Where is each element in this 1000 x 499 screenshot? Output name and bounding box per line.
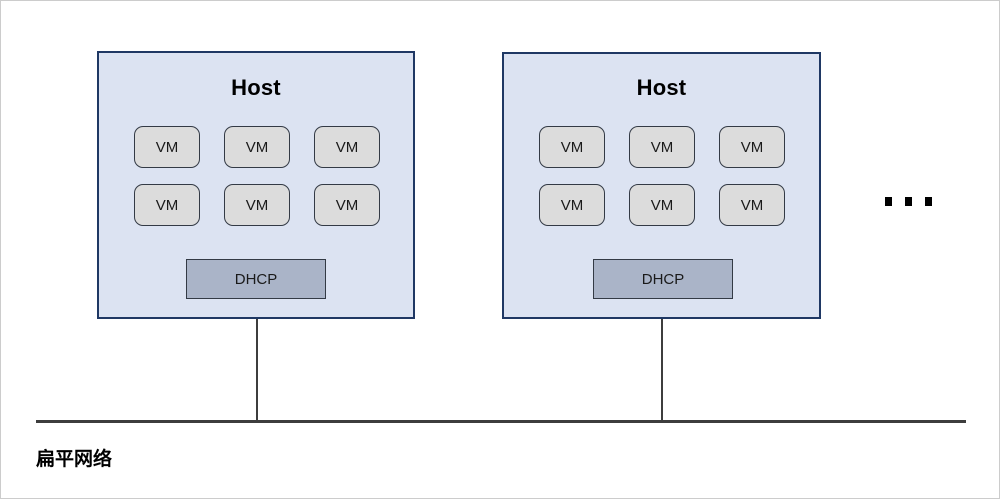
vm-label: VM xyxy=(740,138,764,156)
vm-box[interactable]: VM xyxy=(224,184,290,226)
vm-box[interactable]: VM xyxy=(224,126,290,168)
vm-box[interactable]: VM xyxy=(314,126,380,168)
ellipsis-dot xyxy=(885,197,892,206)
vm-box[interactable]: VM xyxy=(539,184,605,226)
vm-label: VM xyxy=(650,138,674,156)
host-box-2[interactable]: Host VM VM VM VM VM VM DHCP xyxy=(502,52,821,319)
vm-label: VM xyxy=(155,196,179,214)
vm-box[interactable]: VM xyxy=(719,184,785,226)
ellipsis-dot xyxy=(905,197,912,206)
vm-label: VM xyxy=(560,138,584,156)
vm-label: VM xyxy=(560,196,584,214)
ellipsis-dot xyxy=(925,197,932,206)
vm-box[interactable]: VM xyxy=(539,126,605,168)
host-box-1[interactable]: Host VM VM VM VM VM VM DHCP xyxy=(97,51,415,319)
vm-label: VM xyxy=(245,196,269,214)
uplink-connector-host-2 xyxy=(661,319,663,421)
vm-box[interactable]: VM xyxy=(629,184,695,226)
vm-label: VM xyxy=(650,196,674,214)
vm-box[interactable]: VM xyxy=(314,184,380,226)
vm-box[interactable]: VM xyxy=(719,126,785,168)
dhcp-label: DHCP xyxy=(234,270,278,288)
vm-box[interactable]: VM xyxy=(134,126,200,168)
host-title-1: Host xyxy=(231,75,281,100)
dhcp-box[interactable]: DHCP xyxy=(593,259,733,299)
flat-network-bus xyxy=(36,420,966,423)
vm-label: VM xyxy=(335,196,359,214)
flat-network-label: 扁平网络 xyxy=(36,449,113,470)
vm-box[interactable]: VM xyxy=(134,184,200,226)
dhcp-box[interactable]: DHCP xyxy=(186,259,326,299)
more-hosts-ellipsis-icon xyxy=(885,197,932,206)
host-title-2: Host xyxy=(636,75,687,100)
vm-label: VM xyxy=(155,138,179,156)
vm-box[interactable]: VM xyxy=(629,126,695,168)
uplink-connector-host-1 xyxy=(256,319,258,421)
vm-label: VM xyxy=(245,138,269,156)
dhcp-label: DHCP xyxy=(641,270,685,288)
vm-label: VM xyxy=(335,138,359,156)
vm-label: VM xyxy=(740,196,764,214)
